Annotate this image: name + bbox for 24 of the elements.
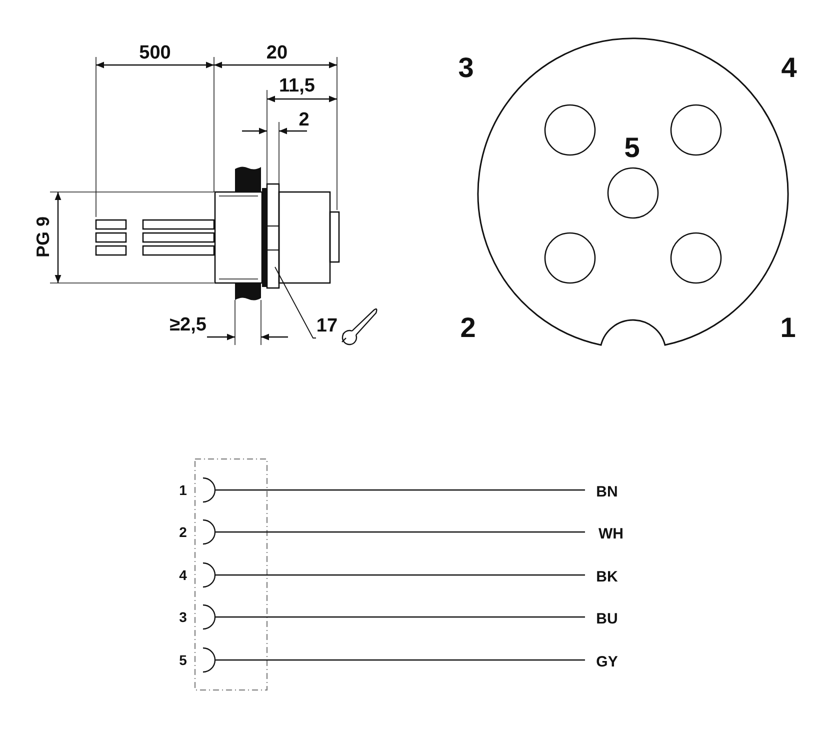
dimension-value: 20 <box>266 44 288 62</box>
pin-number: 5 <box>179 653 187 667</box>
dimension-value: 500 <box>139 44 171 62</box>
wire-color-label: BN <box>596 484 618 500</box>
pin-number: 2 <box>179 525 187 539</box>
pin-number: 2 <box>460 314 476 342</box>
hex-nut <box>266 183 280 289</box>
pin-number: 3 <box>179 610 187 624</box>
pin-number: 3 <box>458 54 474 82</box>
wire-color-label: GY <box>596 654 618 670</box>
wire-color-label: BU <box>596 612 618 626</box>
dimension-value: 11,5 <box>279 76 315 96</box>
wire-color-label: WH <box>598 526 624 542</box>
dimension-value: ≥2,5 <box>170 316 206 334</box>
thread-size-label: PG 9 <box>34 216 52 258</box>
pin-number: 4 <box>179 568 187 582</box>
pin-number: 1 <box>179 483 187 497</box>
wrench-size-label: 17 <box>316 316 338 336</box>
dimension-value: 2 <box>298 110 310 130</box>
pin-number: 4 <box>781 54 797 82</box>
wire-color-label: BK <box>596 570 618 584</box>
pin-number: 1 <box>780 314 796 342</box>
leader-line <box>274 266 316 338</box>
pin-number: 5 <box>624 134 640 162</box>
